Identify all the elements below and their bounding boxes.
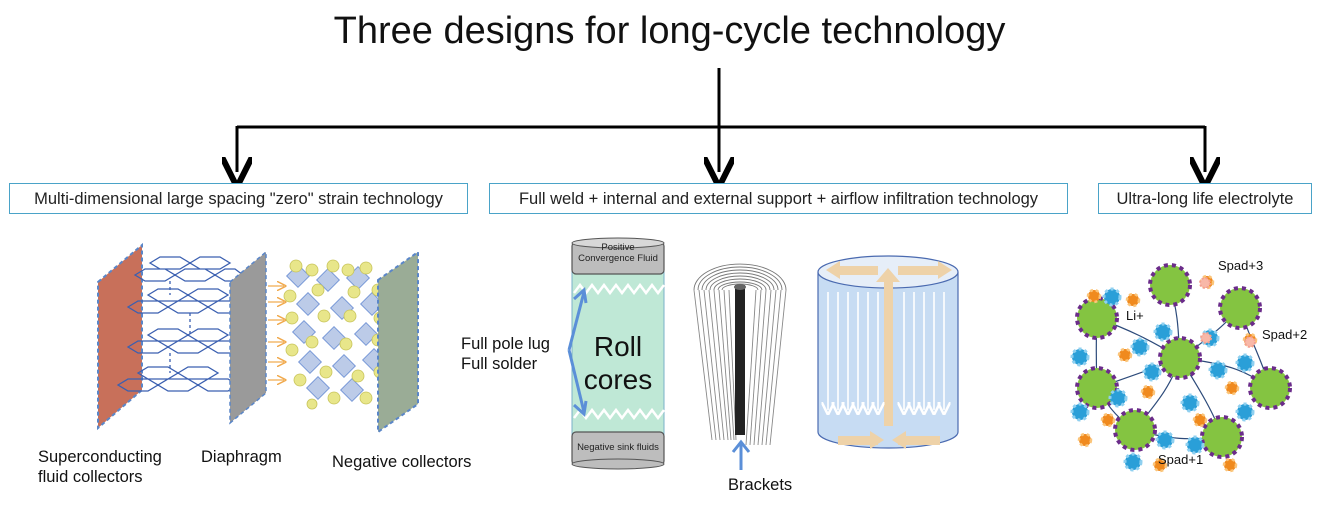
airflow-arrows <box>826 261 952 449</box>
electrolyte-illustration <box>1070 263 1292 473</box>
li-label: Li+ <box>1126 308 1144 323</box>
negative-sink-label: Negative sink fluids <box>577 442 659 453</box>
connector-tree <box>237 68 1205 172</box>
spad3-label: Spad+3 <box>1218 258 1264 273</box>
positive-fluid-label: Positive Convergence Fluid <box>578 242 658 264</box>
bracket-core <box>735 285 745 435</box>
spad1-label: Spad+1 <box>1158 452 1204 467</box>
infiltration-arrows <box>828 292 944 410</box>
page-title: Three designs for long-cycle technology <box>333 10 1006 52</box>
bracket-spiral-illustration <box>693 263 787 470</box>
green-particles <box>1075 263 1292 459</box>
spad2-label: Spad+2 <box>1262 327 1308 342</box>
negative-collector-plate <box>377 250 419 434</box>
pink-particles <box>1199 277 1256 348</box>
roll-cores-label: Roll cores <box>583 331 653 395</box>
zero-strain-illustration <box>97 242 419 434</box>
full-weld-box: Full weld + internal and external suppor… <box>489 183 1068 214</box>
superconducting-collector-plate <box>97 242 143 431</box>
diaphragm-label: Diaphragm <box>201 448 282 466</box>
brackets-label: Brackets <box>728 476 793 494</box>
electrolyte-box: Ultra-long life electrolyte <box>1098 183 1312 214</box>
full-pole-label: Full pole lug Full solder <box>461 335 550 373</box>
negative-collectors-label: Negative collectors <box>332 453 472 471</box>
diaphragm-plate <box>229 250 267 425</box>
full-pole-lug-arrows <box>567 287 588 417</box>
blue-particles <box>1070 287 1255 472</box>
superconducting-label: Superconducting fluid collectors <box>38 448 162 486</box>
bracket-pointer-arrow <box>731 439 751 470</box>
airflow-cylinder-illustration <box>817 255 959 449</box>
zero-strain-box: Multi-dimensional large spacing "zero" s… <box>9 183 468 214</box>
roll-core-illustration <box>567 237 665 470</box>
ion-flow-arrows <box>268 286 284 380</box>
